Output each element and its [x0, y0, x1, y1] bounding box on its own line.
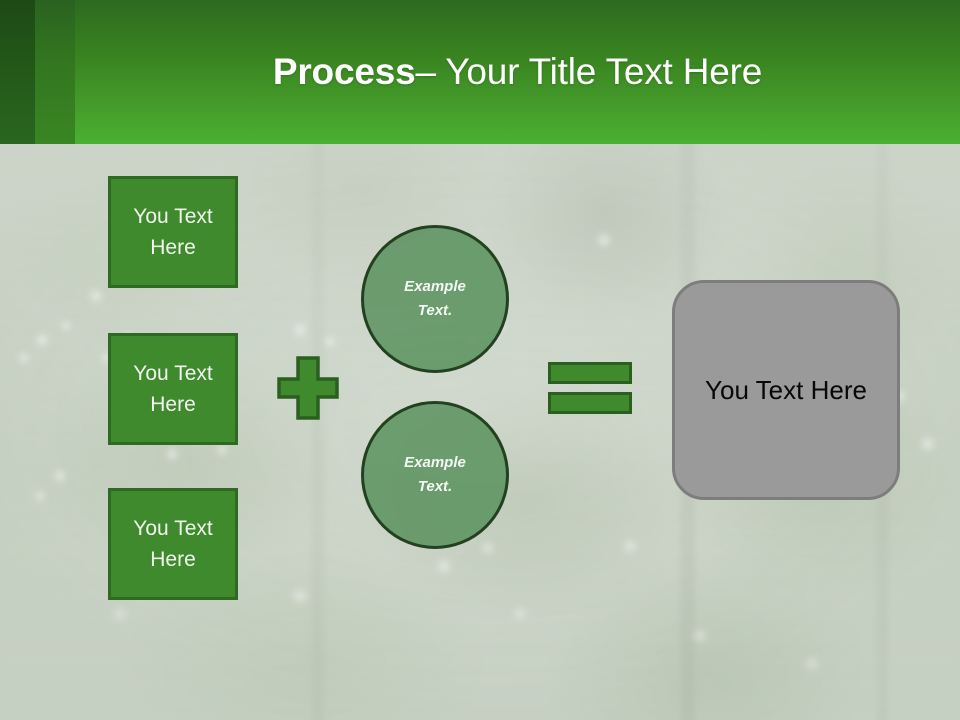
- header-accent-band-dark: [0, 0, 35, 144]
- page-title: Process – Your Title Text Here: [75, 0, 960, 144]
- input-box-1[interactable]: You Text Here: [108, 176, 238, 288]
- header-accent-band-mid: [35, 0, 75, 144]
- input-box-1-label: You Text Here: [133, 204, 213, 260]
- input-box-2-label: You Text Here: [133, 361, 213, 417]
- page-title-bold: Process: [272, 51, 416, 92]
- process-circle-1-line1: Example: [404, 277, 466, 295]
- result-box-label: You Text Here: [705, 374, 867, 405]
- equals-bar-bottom: [548, 392, 632, 414]
- header-banner: Process – Your Title Text Here: [0, 0, 960, 144]
- header-gradient: [0, 0, 960, 144]
- process-circle-2-line2: Text.: [417, 478, 453, 495]
- equals-bar-top: [548, 362, 632, 384]
- result-box[interactable]: You Text Here: [672, 280, 900, 500]
- input-box-3-label: You Text Here: [133, 516, 213, 572]
- plus-sign-icon: [277, 356, 339, 420]
- page-title-rest: – Your Title Text Here: [415, 51, 763, 92]
- process-circle-1-line2: Text.: [417, 302, 453, 319]
- process-circle-2[interactable]: Example Text.: [361, 401, 509, 549]
- input-box-2[interactable]: You Text Here: [108, 333, 238, 445]
- equals-sign-icon: [548, 362, 632, 414]
- input-box-3[interactable]: You Text Here: [108, 488, 238, 600]
- process-circle-2-line1: Example: [404, 453, 466, 471]
- process-circle-1[interactable]: Example Text.: [361, 225, 509, 373]
